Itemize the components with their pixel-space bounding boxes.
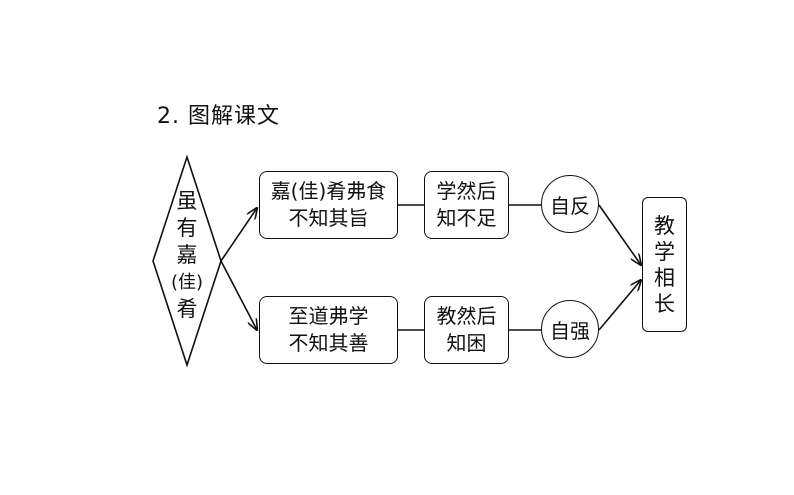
bottom-box-1: 至道弗学 不知其善 [259,296,398,364]
top-box-1-line-1: 嘉(佳)肴弗食 [270,179,387,203]
bottom-circle: 自强 [541,300,599,358]
result-char-3: 相 [654,265,675,290]
diamond-shape [152,154,222,368]
diamond-line-5: 肴 [176,297,198,321]
arrow-to-bottom-box [220,260,257,330]
diamond-line-3: 嘉 [176,243,198,267]
diamond-line-2: 有 [176,216,198,240]
top-box-2-line-2: 知不足 [436,206,497,230]
top-circle: 自反 [541,175,599,233]
result-char-1: 教 [654,213,675,238]
bottom-box-1-line-1: 至道弗学 [288,304,369,328]
diamond-line-1: 虽 [176,189,198,213]
result-char-4: 长 [654,291,675,316]
diamond-line-4: (佳) [170,272,204,293]
bottom-box-2: 教然后 知困 [424,296,509,364]
bottom-box-2-line-2: 知困 [446,331,487,355]
bottom-box-1-line-2: 不知其善 [288,331,369,355]
top-box-2-line-1: 学然后 [436,179,497,203]
section-title: 2. 图解课文 [157,104,280,129]
bottom-box-2-line-1: 教然后 [436,304,497,328]
arrow-to-top-box [220,208,257,262]
arrow-top-to-result [598,204,641,265]
diamond-label: 虽 有 嘉 (佳) 肴 [164,188,210,323]
result-char-2: 学 [654,239,675,264]
result-box: 教 学 相 长 [642,197,687,332]
top-box-1-line-2: 不知其旨 [288,206,369,230]
top-box-2: 学然后 知不足 [424,171,509,239]
top-box-1: 嘉(佳)肴弗食 不知其旨 [259,171,398,239]
arrow-bottom-to-result [598,280,641,331]
